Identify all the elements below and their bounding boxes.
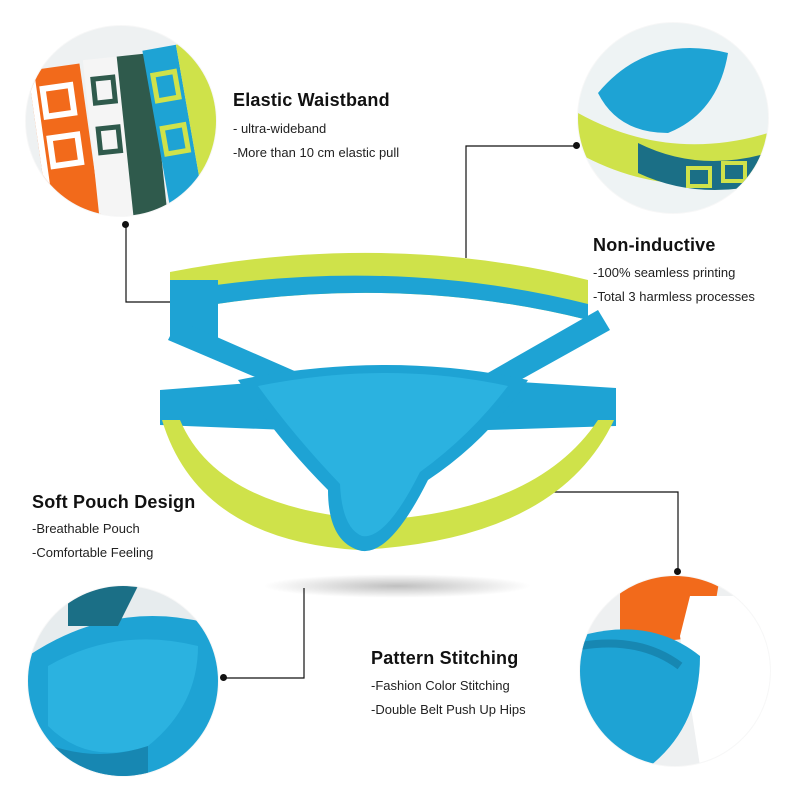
detail-photo-pouch xyxy=(28,586,218,776)
connector-dot-stitching xyxy=(674,568,681,575)
detail-photo-waistbands xyxy=(26,26,216,216)
feature-line-pouch-2: -Comfortable Feeling xyxy=(32,545,154,560)
feature-line-pouch-1: -Breathable Pouch xyxy=(32,521,140,536)
feature-line-waistband-1: - ultra-wideband xyxy=(233,121,327,136)
feature-title-stitching: Pattern Stitching xyxy=(371,648,519,668)
connector-dot-waistband xyxy=(122,221,129,228)
connector-dot-pouch xyxy=(220,674,227,681)
feature-line-waistband-2: -More than 10 cm elastic pull xyxy=(233,145,400,160)
detail-photo-seamless xyxy=(578,23,768,213)
product-shadow xyxy=(262,574,532,598)
feature-line-stitching-1: -Fashion Color Stitching xyxy=(371,678,510,693)
feature-title-non-inductive: Non-inductive xyxy=(593,235,716,255)
feature-line-stitching-2: -Double Belt Push Up Hips xyxy=(371,702,526,717)
product-jockstrap xyxy=(160,252,616,552)
detail-photo-stitching xyxy=(580,576,770,766)
feature-title-pouch: Soft Pouch Design xyxy=(32,492,196,512)
leader-pouch xyxy=(224,588,305,679)
feature-line-non-inductive-1: -100% seamless printing xyxy=(593,265,736,280)
feature-title-waistband: Elastic Waistband xyxy=(233,90,390,110)
feature-line-non-inductive-2: -Total 3 harmless processes xyxy=(593,289,755,304)
connector-dot-non-inductive xyxy=(573,142,580,149)
